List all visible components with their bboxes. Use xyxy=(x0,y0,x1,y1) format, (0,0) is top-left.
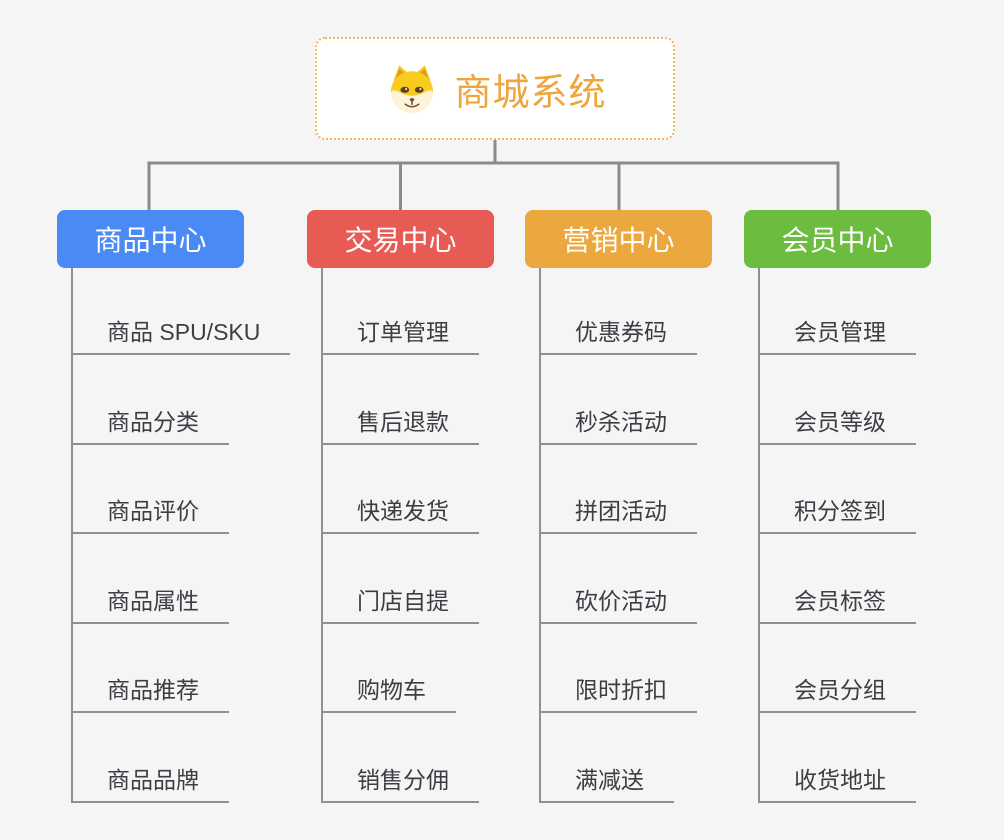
leaf-label: 会员分组 xyxy=(794,677,886,703)
leaf-node[interactable]: 收货地址 xyxy=(760,713,916,803)
branch-label: 交易中心 xyxy=(344,225,457,256)
leaf-label: 购物车 xyxy=(357,677,426,703)
leaf-label: 优惠券码 xyxy=(575,319,667,345)
leaf-label: 积分签到 xyxy=(794,498,886,524)
branch-label: 营销中心 xyxy=(562,225,675,256)
leaf-node[interactable]: 砍价活动 xyxy=(541,534,697,624)
leaf-node[interactable]: 商品评价 xyxy=(73,445,229,534)
branch-label: 商品中心 xyxy=(94,225,207,256)
leaf-label: 砍价活动 xyxy=(575,587,667,614)
root-node[interactable]: 商城系统 xyxy=(315,37,675,140)
leaf-list: 会员管理会员等级积分签到会员标签会员分组收货地址 xyxy=(758,268,916,803)
leaf-label: 门店自提 xyxy=(357,587,449,614)
leaf-label: 商品分类 xyxy=(107,408,199,435)
branch-column: 交易中心订单管理售后退款快递发货门店自提购物车销售分佣 xyxy=(307,210,494,803)
leaf-label: 售后退款 xyxy=(357,408,449,435)
leaf-node[interactable]: 商品 SPU/SKU xyxy=(73,268,291,355)
leaf-node[interactable]: 优惠券码 xyxy=(541,268,697,355)
leaf-node[interactable]: 购物车 xyxy=(323,624,456,713)
leaf-node[interactable]: 订单管理 xyxy=(323,268,479,355)
leaf-label: 会员等级 xyxy=(794,408,886,435)
branch-node[interactable]: 商品中心 xyxy=(57,210,244,268)
leaf-node[interactable]: 商品推荐 xyxy=(73,624,229,713)
leaf-label: 收货地址 xyxy=(794,766,886,793)
leaf-node[interactable]: 商品分类 xyxy=(73,355,229,445)
leaf-node[interactable]: 会员管理 xyxy=(760,268,916,355)
leaf-node[interactable]: 限时折扣 xyxy=(541,624,697,713)
leaf-node[interactable]: 销售分佣 xyxy=(323,713,479,803)
leaf-list: 优惠券码秒杀活动拼团活动砍价活动限时折扣满减送 xyxy=(539,268,697,803)
branch-node[interactable]: 会员中心 xyxy=(744,210,931,268)
leaf-node[interactable]: 门店自提 xyxy=(323,534,479,624)
branch-node[interactable]: 交易中心 xyxy=(307,210,494,268)
branch-column: 营销中心优惠券码秒杀活动拼团活动砍价活动限时折扣满减送 xyxy=(525,210,712,803)
leaf-node[interactable]: 售后退款 xyxy=(323,355,479,445)
leaf-node[interactable]: 商品属性 xyxy=(73,534,229,624)
leaf-node[interactable]: 秒杀活动 xyxy=(541,355,697,445)
leaf-node[interactable]: 会员分组 xyxy=(760,624,916,713)
leaf-label: 限时折扣 xyxy=(575,677,667,703)
leaf-label: 商品品牌 xyxy=(107,766,199,793)
root-title: 商城系统 xyxy=(454,71,607,113)
branch-column: 商品中心商品 SPU/SKU 商品分类商品评价商品属性商品推荐商品品牌 xyxy=(57,210,291,803)
dog-face-icon xyxy=(390,64,433,113)
leaf-label: 拼团活动 xyxy=(575,498,667,524)
leaf-label: 会员管理 xyxy=(794,319,886,345)
leaf-label: 满减送 xyxy=(575,766,644,793)
leaf-label: 会员标签 xyxy=(794,587,886,614)
leaf-node[interactable]: 会员标签 xyxy=(760,534,916,624)
leaf-list: 订单管理售后退款快递发货门店自提购物车销售分佣 xyxy=(321,268,479,803)
leaf-label: 订单管理 xyxy=(357,319,449,345)
leaf-node[interactable]: 商品品牌 xyxy=(73,713,229,803)
leaf-label: 商品 SPU/SKU xyxy=(107,319,261,345)
leaf-label: 销售分佣 xyxy=(357,766,449,793)
leaf-node[interactable]: 拼团活动 xyxy=(541,445,697,534)
leaf-label: 秒杀活动 xyxy=(575,408,667,435)
leaf-node[interactable]: 积分签到 xyxy=(760,445,916,534)
leaf-node[interactable]: 满减送 xyxy=(541,713,674,803)
leaf-label: 商品推荐 xyxy=(107,677,199,703)
leaf-label: 商品属性 xyxy=(107,587,199,614)
leaf-node[interactable]: 快递发货 xyxy=(323,445,479,534)
leaf-label: 快递发货 xyxy=(357,498,449,524)
leaf-node[interactable]: 会员等级 xyxy=(760,355,916,445)
leaf-label: 商品评价 xyxy=(107,498,199,524)
branch-column: 会员中心会员管理会员等级积分签到会员标签会员分组收货地址 xyxy=(744,210,931,803)
branch-node[interactable]: 营销中心 xyxy=(525,210,712,268)
leaf-list: 商品 SPU/SKU 商品分类商品评价商品属性商品推荐商品品牌 xyxy=(71,268,291,803)
branch-label: 会员中心 xyxy=(781,225,894,256)
